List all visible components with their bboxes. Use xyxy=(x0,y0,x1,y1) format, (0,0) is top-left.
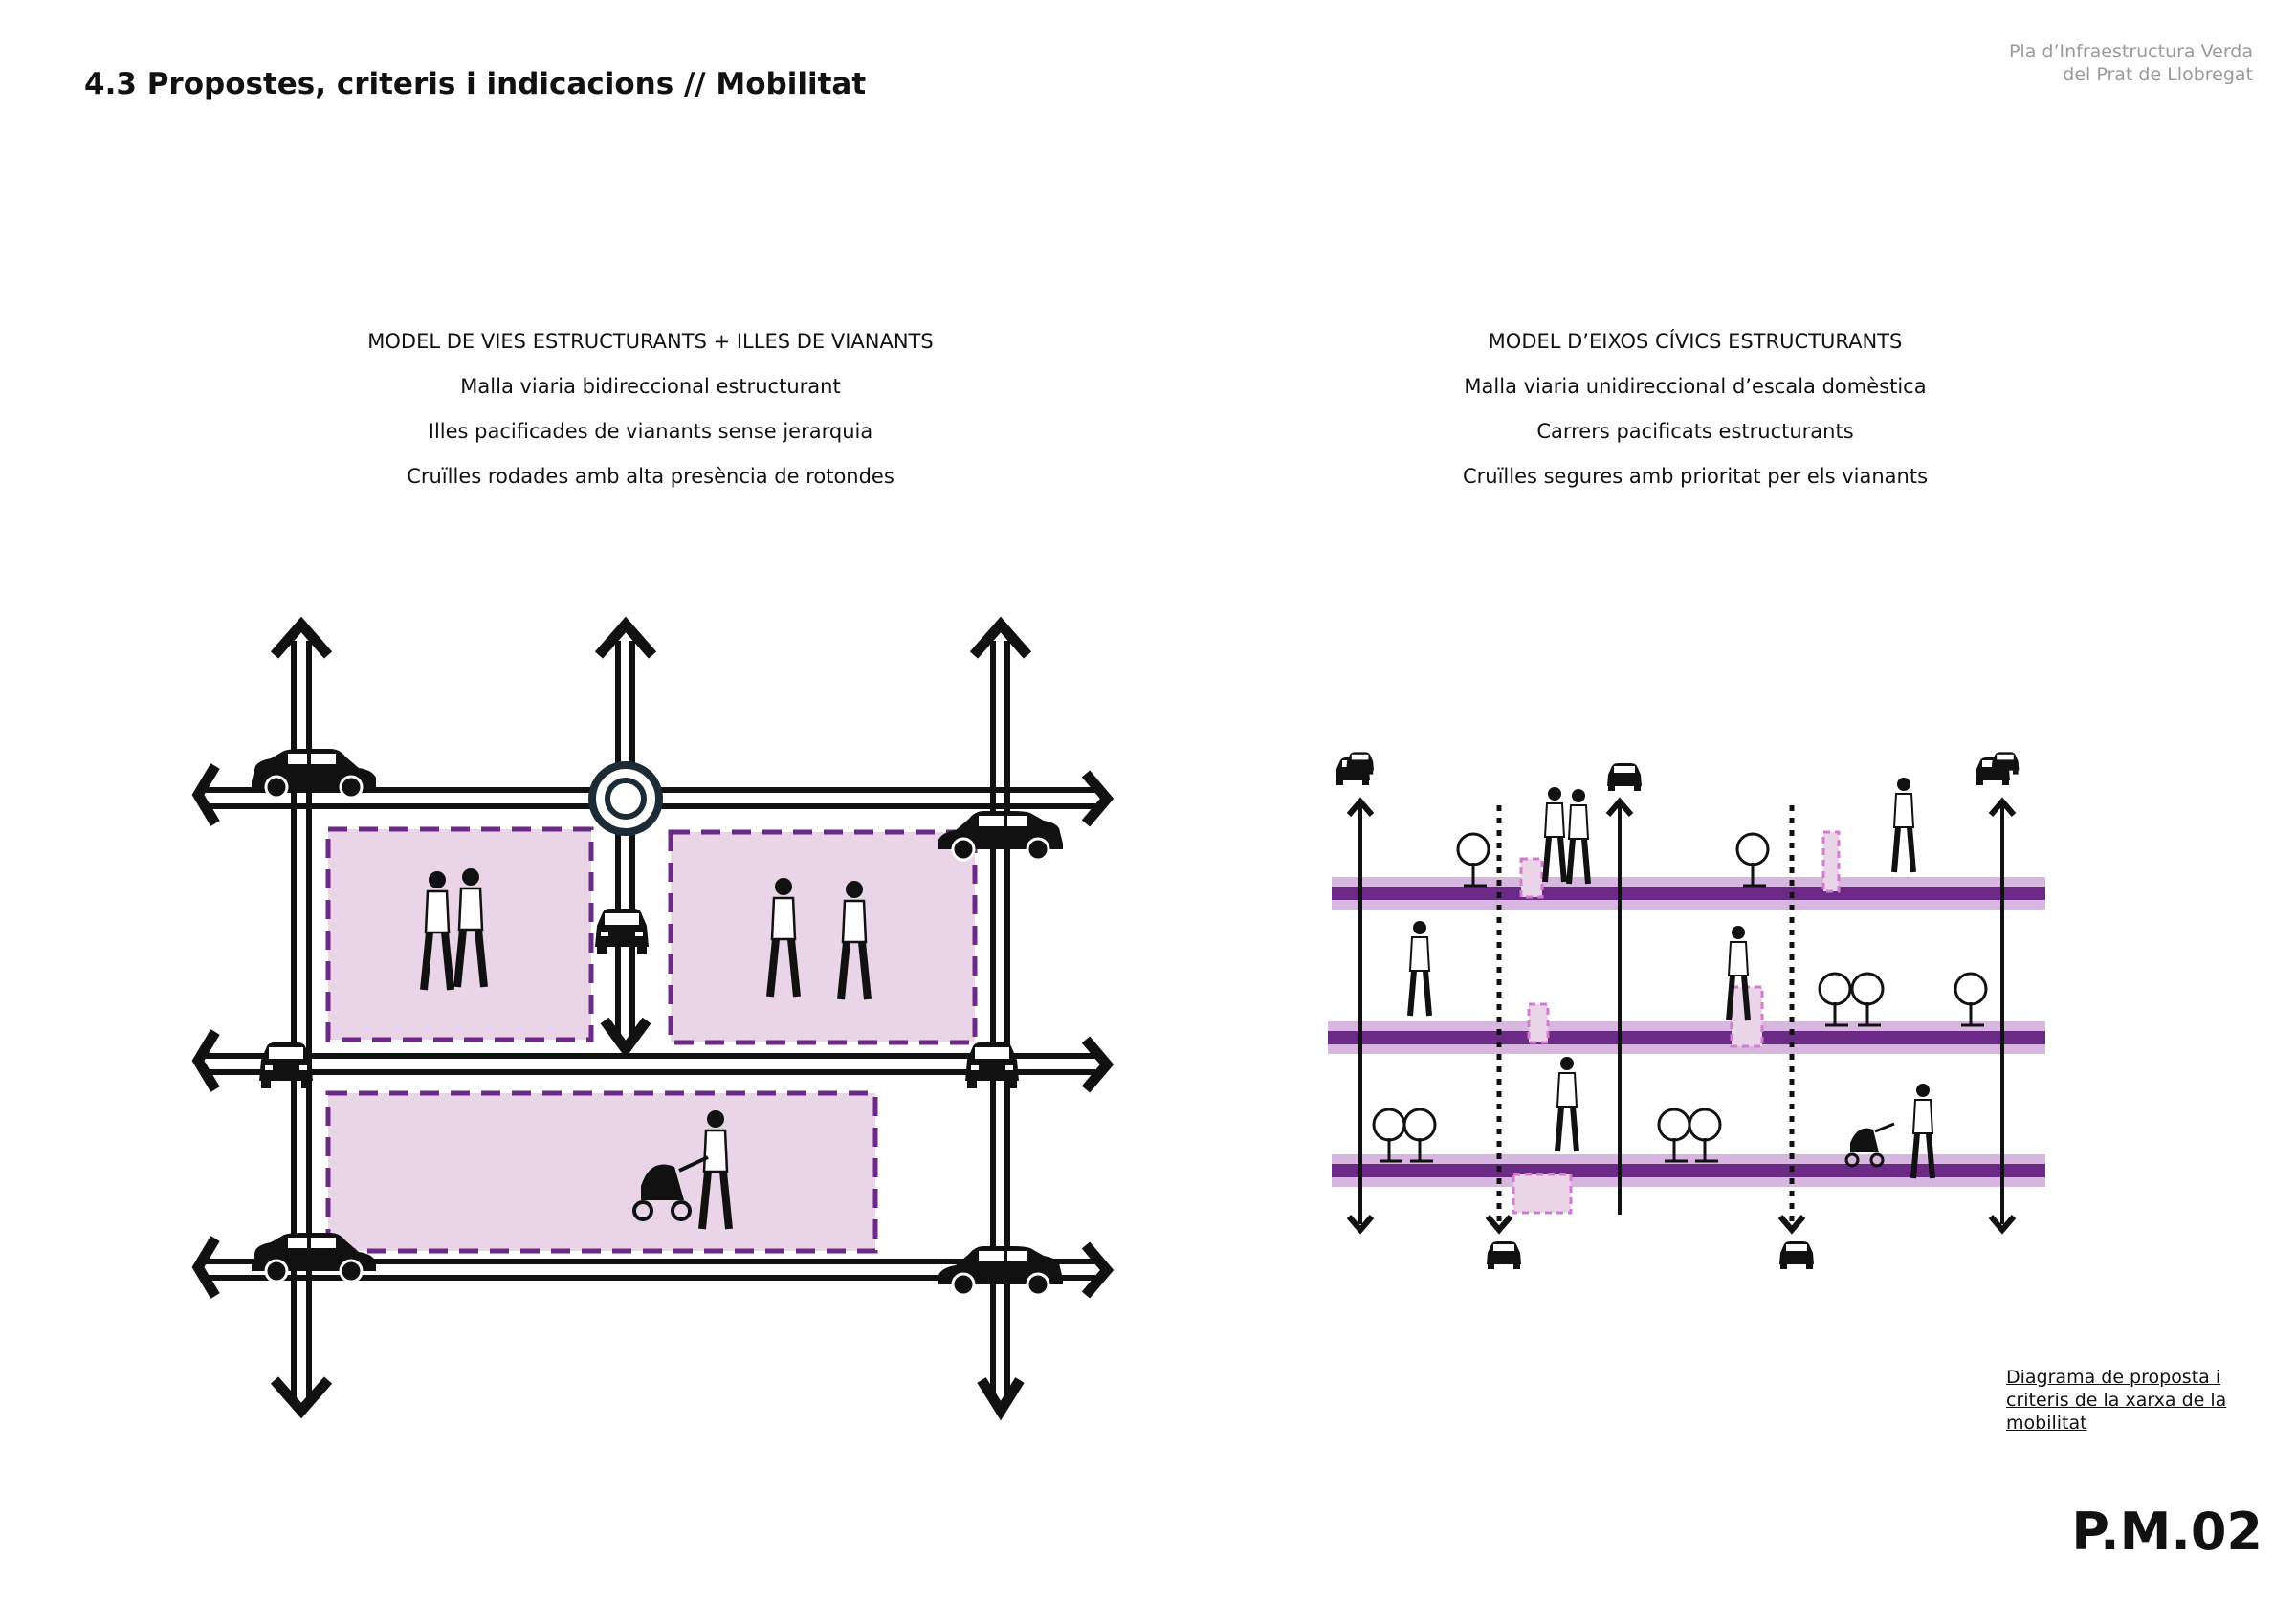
pacified-zone xyxy=(1527,1002,1550,1044)
arrow-icon xyxy=(1346,1215,1375,1235)
car-icon xyxy=(1607,763,1642,791)
document-title-line-1: Pla d’Infraestructura Verda xyxy=(2008,41,2253,62)
horizontal-road-middle xyxy=(206,1053,1095,1075)
arrow-icon xyxy=(1988,1215,2017,1235)
model-left-line-2: Illes pacificades de vianants sense jera… xyxy=(428,420,873,443)
model-right-title: MODEL D’EIXOS CÍVICS ESTRUCTURANTS xyxy=(1488,330,1903,353)
tree-icon xyxy=(1818,972,1852,1027)
document-header: Pla d’Infraestructura Verda del Prat de … xyxy=(2009,40,2253,86)
arrow-icon xyxy=(977,1377,1025,1421)
car-icon xyxy=(1779,1241,1814,1269)
car-icon xyxy=(937,1244,1065,1297)
car-icon xyxy=(259,1042,313,1088)
stroller-icon xyxy=(632,1155,709,1221)
stroller-icon xyxy=(1844,1122,1895,1168)
pedestrian-island-3 xyxy=(325,1090,878,1254)
model-left-title: MODEL DE VIES ESTRUCTURANTS + ILLES DE V… xyxy=(367,330,934,353)
pedestrian-icon xyxy=(1557,1057,1577,1151)
pedestrian-island-2 xyxy=(668,829,978,1045)
arrow-icon xyxy=(270,1376,333,1419)
arrow-icon xyxy=(1081,1241,1115,1299)
civic-axes-diagram xyxy=(1328,752,2045,1269)
arrow-icon xyxy=(1605,797,1634,817)
pedestrian-icon xyxy=(1569,789,1588,884)
vertical-road-center xyxy=(615,641,635,1038)
roundabout-icon xyxy=(588,761,663,836)
arrow-icon xyxy=(191,763,220,826)
pedestrian-icon xyxy=(1545,787,1564,882)
arrow-icon xyxy=(1988,797,2017,817)
document-title-line-2: del Prat de Llobregat xyxy=(2063,64,2253,85)
model-right-line-1: Malla viaria unidireccional d’escala dom… xyxy=(1464,375,1927,398)
model-left-description: MODEL DE VIES ESTRUCTURANTS + ILLES DE V… xyxy=(287,319,1014,499)
tree-icon xyxy=(1954,972,1988,1027)
vertical-road-right xyxy=(990,641,1010,1401)
page-code: P.M.02 xyxy=(2071,1502,2263,1562)
tree-icon xyxy=(1402,1108,1437,1163)
arrow-icon xyxy=(1485,1215,1513,1235)
arrow-icon xyxy=(594,616,657,659)
arrow-icon xyxy=(270,616,333,659)
pedestrian-icon xyxy=(1410,921,1429,1016)
car-icon xyxy=(1487,1241,1521,1269)
pacified-zone xyxy=(1821,830,1841,893)
model-left-line-1: Malla viaria bidireccional estructurant xyxy=(460,375,841,398)
arrow-icon xyxy=(1081,770,1115,827)
civic-axis-top xyxy=(1332,877,2045,910)
arrow-icon xyxy=(191,1236,220,1299)
model-right-description: MODEL D’EIXOS CÍVICS ESTRUCTURANTS Malla… xyxy=(1332,319,2059,499)
pedestrian-icon xyxy=(1894,778,1913,872)
figure-caption: Diagrama de proposta i criteris de la xa… xyxy=(2006,1367,2227,1434)
arrow-icon xyxy=(969,616,1032,659)
tree-icon xyxy=(1372,1108,1406,1163)
civic-axis-bottom xyxy=(1332,1154,2045,1187)
arrow-icon xyxy=(1081,1036,1115,1093)
pacified-zone xyxy=(1519,857,1544,899)
arrow-icon xyxy=(1346,797,1375,817)
page-title: 4.3 Propostes, criteris i indicacions //… xyxy=(84,67,867,101)
civic-axis-middle xyxy=(1328,1021,2045,1054)
tree-icon xyxy=(1688,1108,1722,1163)
car-icon xyxy=(937,809,1065,862)
structural-roads-diagram xyxy=(191,616,1115,1421)
arrow-icon xyxy=(191,1029,220,1092)
model-right-line-2: Carrers pacificats estructurants xyxy=(1536,420,1854,443)
model-left-line-3: Cruïlles rodades amb alta presència de r… xyxy=(407,465,894,488)
arrow-icon xyxy=(1777,1215,1806,1235)
tree-icon xyxy=(1657,1108,1691,1163)
car-icon xyxy=(595,909,649,954)
pacified-zone xyxy=(1512,1173,1573,1215)
tree-icon xyxy=(1850,972,1885,1027)
arrow-icon xyxy=(600,1017,651,1059)
model-right-line-3: Cruïlles segures amb prioritat per els v… xyxy=(1462,465,1929,488)
